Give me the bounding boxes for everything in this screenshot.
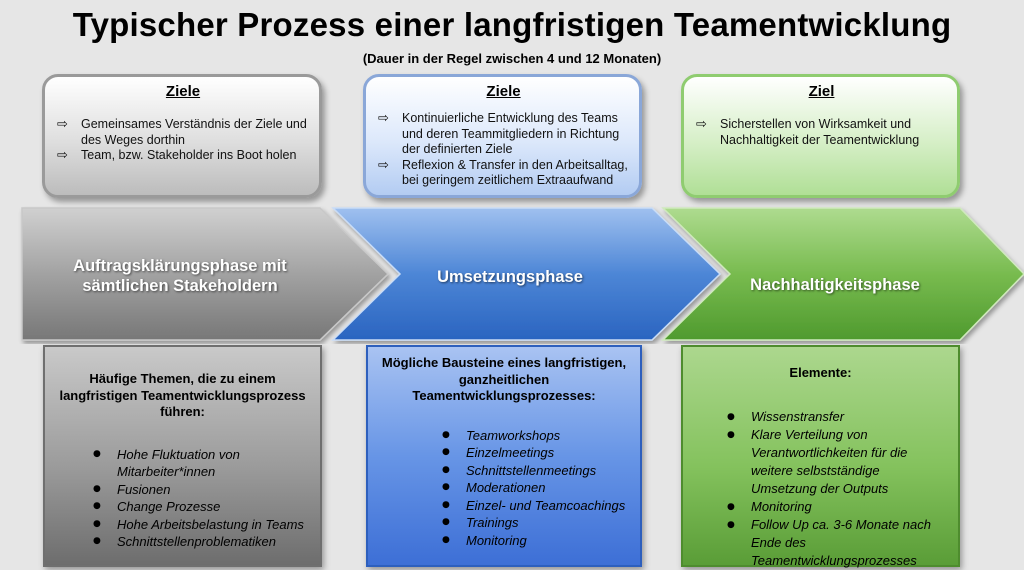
goals-box-sustainability: Ziel Sicherstellen von Wirksamkeit und N…	[681, 74, 960, 198]
list-item: Hohe Arbeitsbelastung in Teams	[57, 516, 308, 534]
list-item: Klare Verteilung von Verantwortlichkeite…	[695, 426, 946, 498]
list-item: Monitoring	[695, 498, 946, 516]
goals-box-title: Ziele	[165, 83, 201, 100]
phase-label-implementation: Umsetzungsphase	[400, 267, 620, 287]
page-title: Typischer Prozess einer langfristigen Te…	[72, 6, 952, 43]
detail-box-title: Mögliche Bausteine eines langfristigen, …	[381, 355, 627, 403]
goal-item: Team, bzw. Stakeholder ins Boot holen	[57, 148, 309, 164]
list-item: Follow Up ca. 3-6 Monate nach Ende des T…	[695, 516, 946, 570]
list-item: Einzel- und Teamcoachings	[380, 497, 628, 515]
goals-box-title: Ziel	[808, 83, 835, 100]
page-subtitle: (Dauer in der Regel zwischen 4 und 12 Mo…	[362, 51, 662, 66]
detail-box-modules: Mögliche Bausteine eines langfristigen, …	[366, 345, 642, 567]
phase-arrow-implementation	[331, 207, 722, 341]
goal-item: Reflexion & Transfer in den Arbeitsallta…	[378, 158, 629, 189]
list-item: Wissenstransfer	[695, 408, 946, 426]
phase-arrow-sustainability	[661, 207, 1024, 341]
list-item: Trainings	[380, 514, 628, 532]
goal-item: Kontinuierliche Entwicklung des Teams un…	[378, 111, 629, 158]
detail-box-elements: Elemente: Wissenstransfer Klare Verteilu…	[681, 345, 960, 570]
phase-label-line: sämtlichen Stakeholdern	[82, 277, 278, 295]
list-item: Monitoring	[380, 532, 628, 550]
goal-item: Sicherstellen von Wirksamkeit und Nachha…	[696, 117, 947, 148]
detail-box-title: Elemente:	[789, 365, 852, 380]
detail-box-topics: Häufige Themen, die zu einem langfristig…	[43, 345, 322, 567]
list-item: Schnittstellenmeetings	[380, 462, 628, 480]
phase-arrow-assignment	[21, 207, 390, 341]
list-item: Schnittstellenproblematiken	[57, 533, 308, 551]
list-item: Change Prozesse	[57, 498, 308, 516]
phase-label-line: Umsetzungsphase	[437, 268, 583, 286]
list-item: Teamworkshops	[380, 427, 628, 445]
phase-label-line: Nachhaltigkeitsphase	[750, 276, 920, 294]
list-item: Fusionen	[57, 481, 308, 499]
phase-label-assignment: Auftragsklärungsphase mit sämtlichen Sta…	[50, 256, 310, 296]
phase-arrows	[21, 207, 1024, 341]
phase-label-sustainability: Nachhaltigkeitsphase	[725, 275, 945, 295]
phase-label-line: Auftragsklärungsphase mit	[73, 257, 287, 275]
goals-box-title: Ziele	[486, 83, 521, 100]
list-item: Einzelmeetings	[380, 444, 628, 462]
detail-box-title: Häufige Themen, die zu einem langfristig…	[59, 371, 306, 419]
goals-box-assignment: Ziele Gemeinsames Verständnis der Ziele …	[42, 74, 322, 198]
list-item: Moderationen	[380, 479, 628, 497]
goal-item: Gemeinsames Verständnis der Ziele und de…	[57, 117, 309, 148]
goals-box-implementation: Ziele Kontinuierliche Entwicklung des Te…	[363, 74, 642, 198]
list-item: Hohe Fluktuation von Mitarbeiter*innen	[57, 446, 308, 481]
